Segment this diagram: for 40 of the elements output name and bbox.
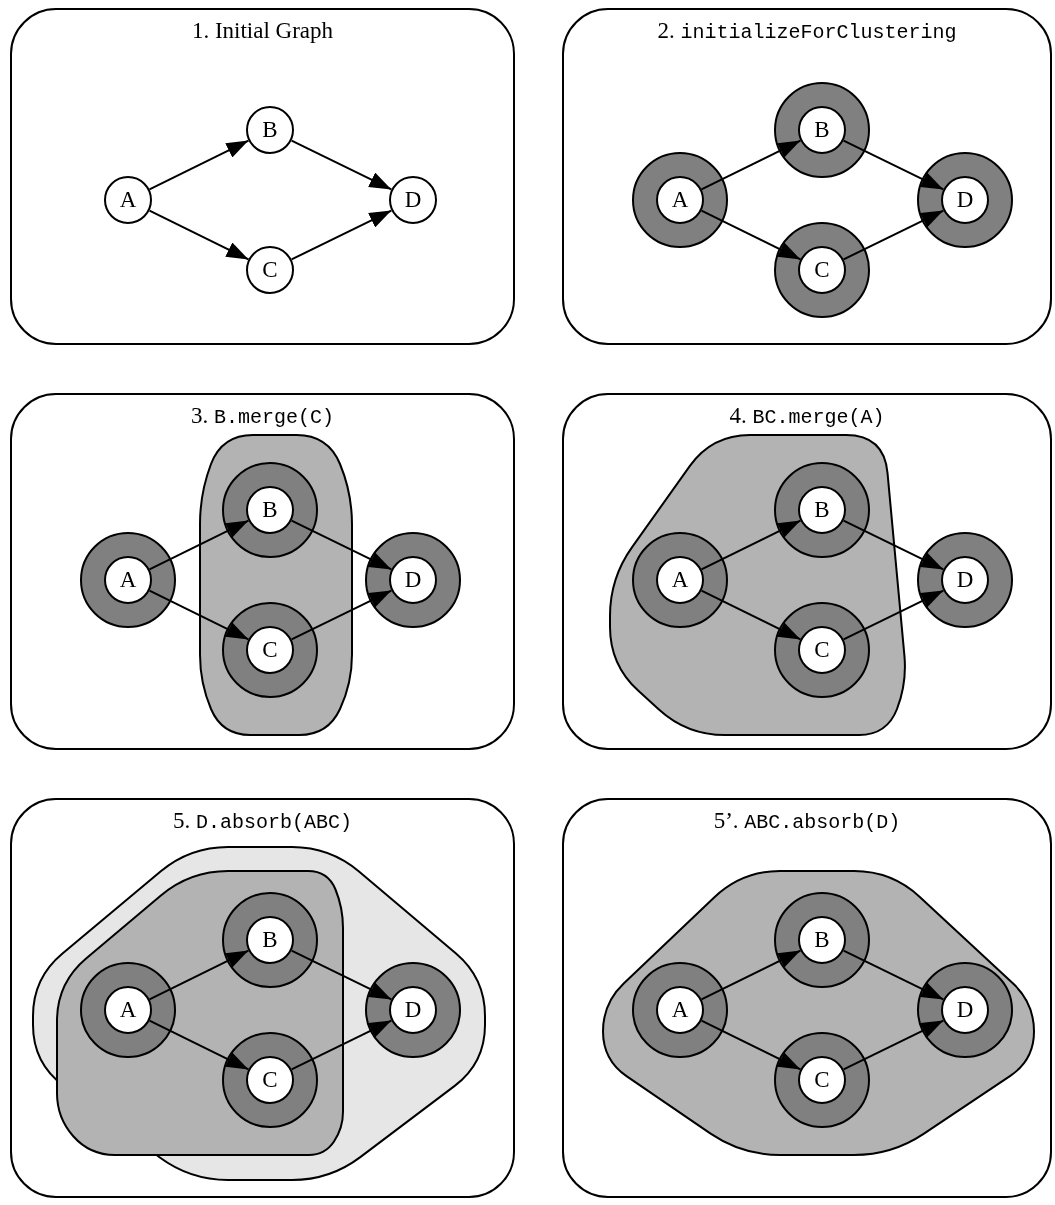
graph-node: A [104, 176, 152, 224]
arrow [700, 139, 802, 191]
arrow [842, 589, 945, 641]
panel-title: 5. D.absorb(ABC) [172, 808, 353, 834]
graph-node: C [246, 246, 294, 294]
arrow [842, 139, 945, 191]
panel-frame [562, 393, 1052, 750]
panel-title: 4. BC.merge(A) [728, 403, 886, 429]
arrow [290, 949, 393, 1001]
arrow [148, 209, 250, 261]
arrow [842, 949, 945, 1001]
arrow [290, 1019, 393, 1071]
panel-title: 2. initializeForClustering [656, 18, 958, 44]
panel-title: 5’. ABC.absorb(D) [712, 808, 902, 834]
panel-frame [10, 8, 515, 345]
panel-frame [10, 393, 515, 750]
arrow [700, 519, 802, 571]
arrow [148, 1019, 250, 1071]
arrow [700, 1019, 802, 1071]
panel-title: 3. B.merge(C) [190, 403, 335, 429]
arrow [842, 209, 945, 261]
arrow [290, 139, 393, 191]
arrow [290, 519, 393, 571]
arrow [842, 519, 945, 571]
panel-frame [562, 798, 1052, 1198]
arrow [700, 209, 802, 261]
panel-frame [562, 8, 1052, 345]
arrow [148, 949, 250, 1001]
arrow [148, 589, 250, 641]
panel-title: 1. Initial Graph [190, 18, 335, 44]
arrow [290, 209, 393, 261]
arrow [842, 1019, 945, 1071]
panel-frame [10, 798, 515, 1198]
arrow [290, 589, 393, 641]
arrow [700, 589, 802, 641]
graph-node: B [246, 106, 294, 154]
arrow [148, 519, 250, 571]
arrow [700, 949, 802, 1001]
graph-node: D [389, 176, 437, 224]
arrow [148, 139, 250, 191]
